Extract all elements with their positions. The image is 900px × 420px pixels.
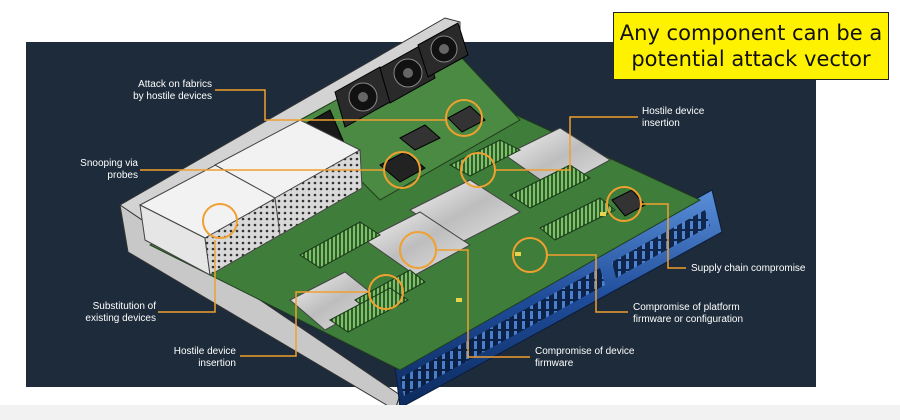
leader-psu — [158, 240, 216, 313]
label-substitution: Substitution of existing devices — [85, 301, 156, 324]
label-device-firmware: Compromise of device firmware — [535, 346, 635, 369]
highlight-psu — [202, 203, 238, 239]
label-attack-fabrics: Attack on fabrics by hostile devices — [133, 79, 212, 102]
highlight-circles — [202, 99, 642, 310]
bottom-strip — [0, 405, 900, 420]
memory-modules — [299, 139, 616, 333]
leader-fabric — [215, 89, 447, 121]
heatsinks — [289, 127, 611, 331]
leader-platform-fw — [547, 254, 628, 313]
label-supply-chain: Supply chain compromise — [691, 263, 806, 274]
label-hostile-insertion-top: Hostile device insertion — [642, 106, 705, 129]
small-components — [456, 212, 606, 302]
label-hostile-insertion-bottom: Hostile device insertion — [173, 346, 236, 369]
chips — [379, 105, 646, 217]
power-supplies — [138, 119, 363, 276]
leader-device-fw — [436, 249, 530, 358]
highlight-fabric — [445, 99, 483, 137]
attack-vector-callout: Any component can be a potential attack … — [613, 12, 889, 80]
leader-supply — [641, 203, 686, 269]
leader-hostile-bottom — [240, 291, 369, 357]
leader-hostile-top — [495, 116, 638, 171]
label-snooping: Snooping via probes — [80, 158, 138, 181]
label-platform-firmware: Compromise of platform firmware or confi… — [633, 302, 744, 325]
leader-lines — [140, 89, 686, 358]
